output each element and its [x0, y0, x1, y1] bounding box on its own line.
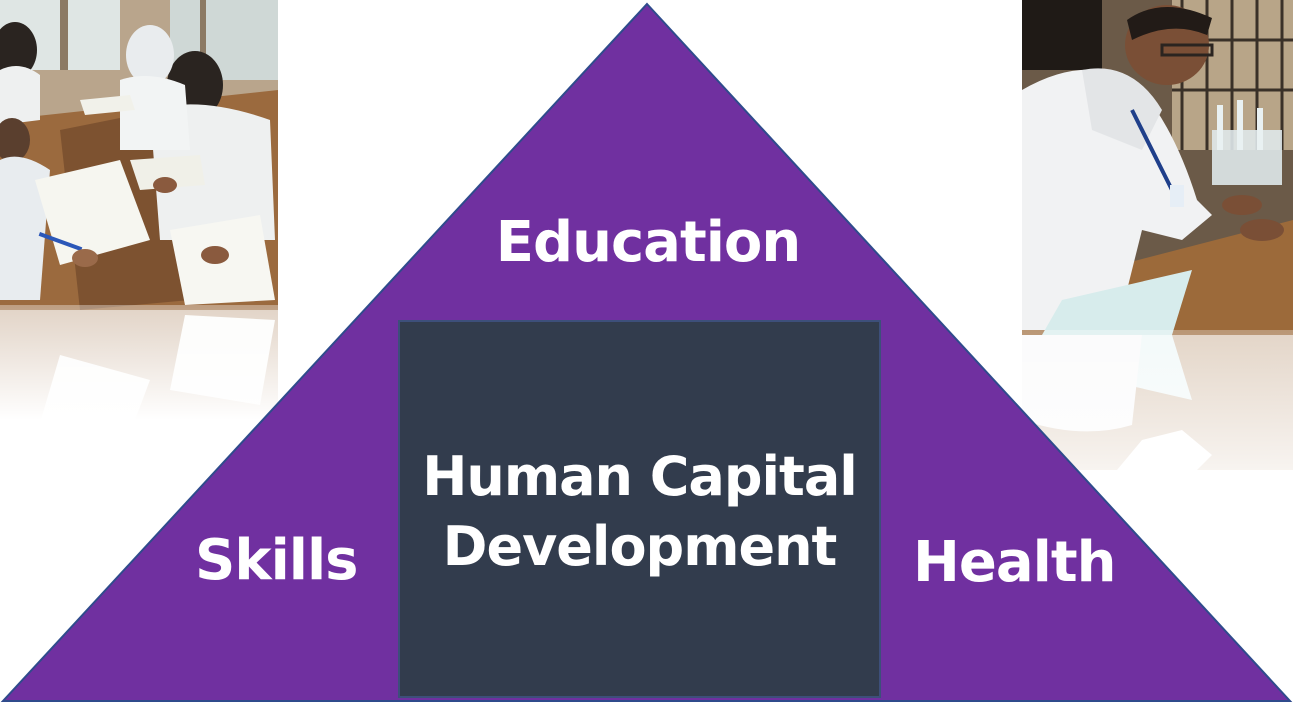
center-title-line1: Human Capital	[422, 445, 858, 508]
center-title: Human Capital Development	[400, 442, 879, 582]
classroom-photo	[0, 0, 278, 420]
education-label: Education	[495, 210, 802, 275]
skills-label: Skills	[195, 528, 358, 593]
center-title-line2: Development	[442, 515, 838, 578]
center-box: Human Capital Development	[398, 320, 881, 698]
health-label: Health	[913, 530, 1116, 595]
lab-technician-photo	[1022, 0, 1293, 520]
